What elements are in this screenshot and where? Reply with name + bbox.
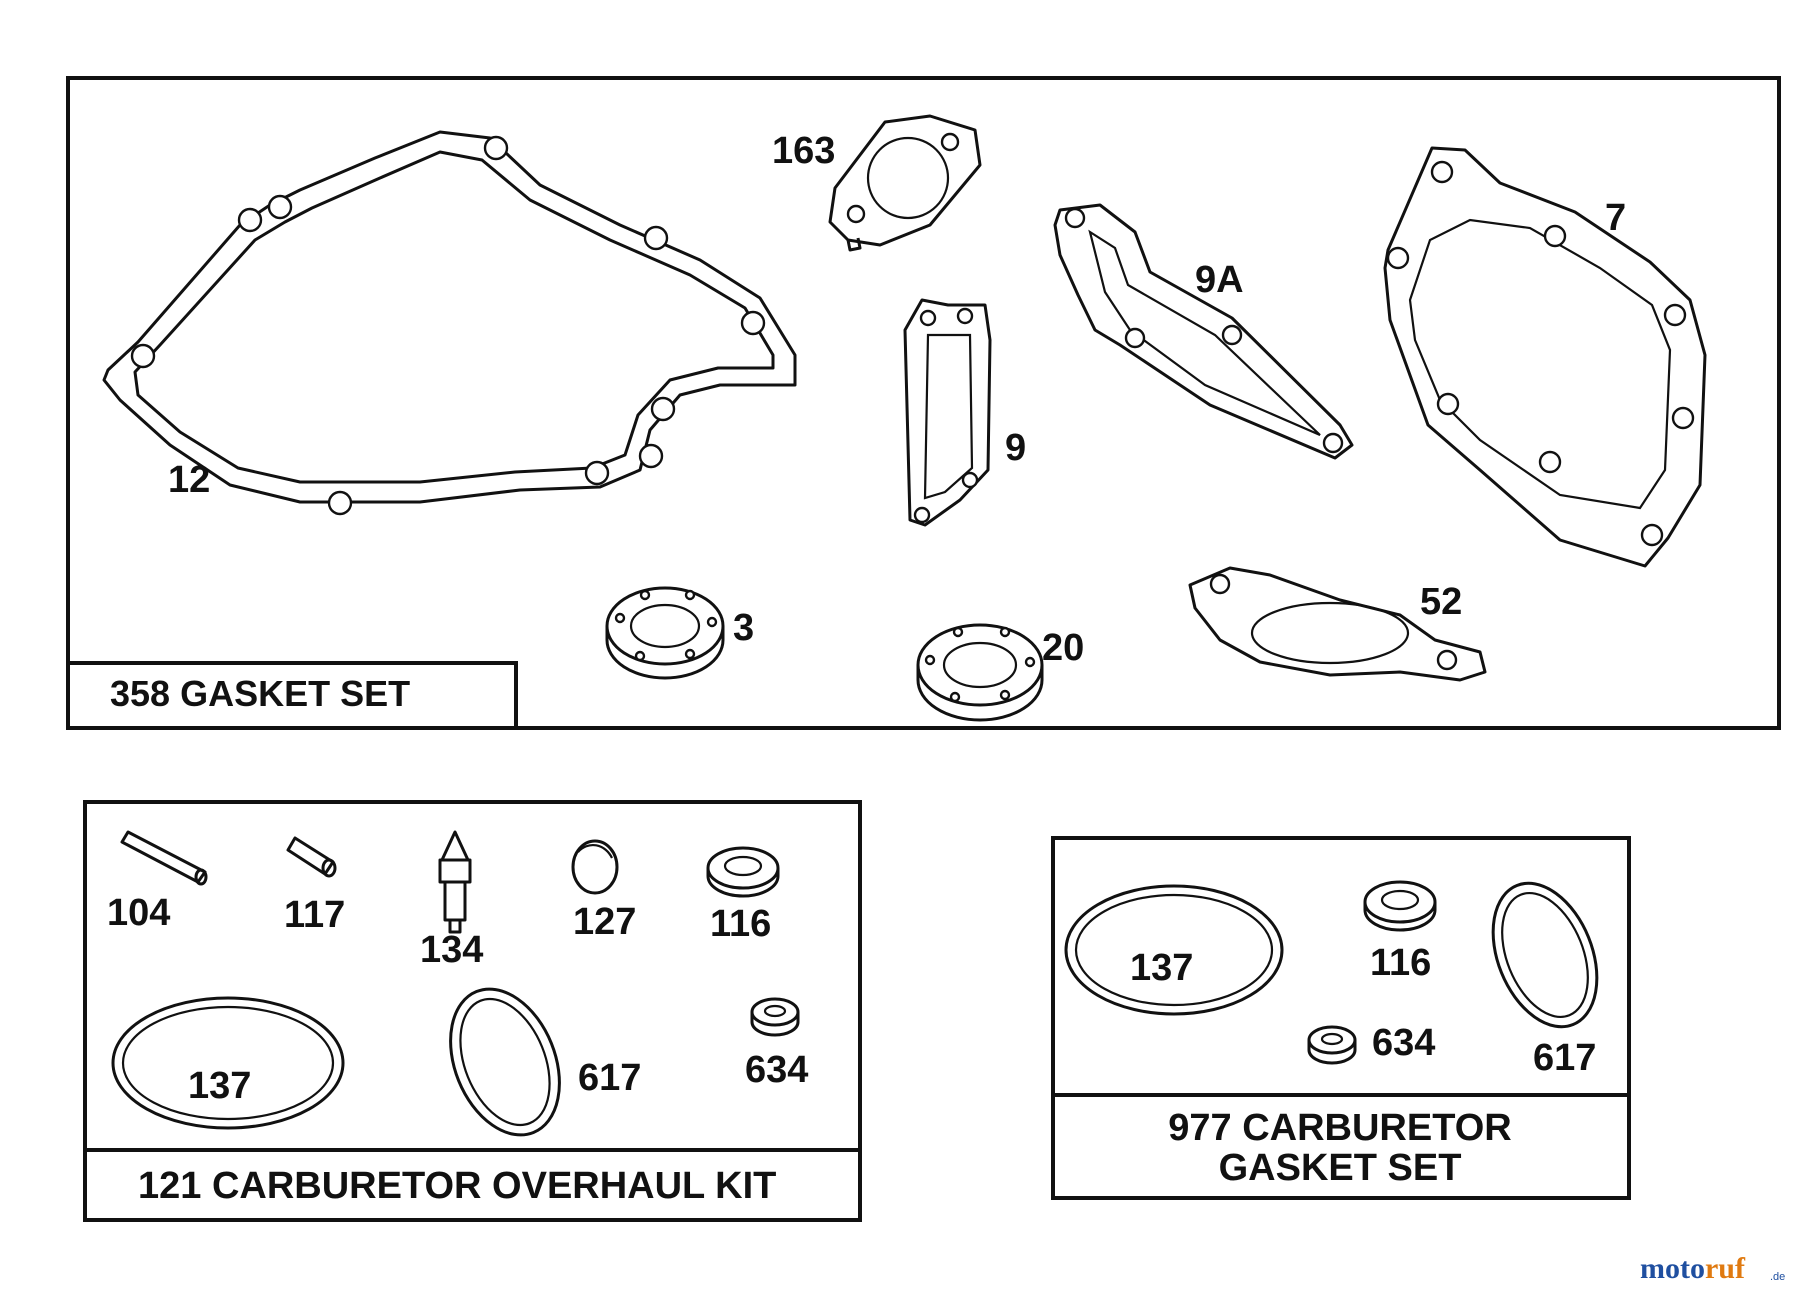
washer-116-set [1363,880,1437,932]
callout-12: 12 [168,459,210,501]
callout-634-set: 634 [1372,1022,1435,1064]
callout-116-set: 116 [1370,942,1431,984]
pin-104 [120,830,208,886]
callout-117: 117 [284,894,345,936]
carb-gasket-set-panel: 977 CARBURETOR GASKET SET 137 116 634 61… [1051,836,1631,1200]
rectangular-gasket-9 [903,298,992,527]
callout-634: 634 [745,1049,808,1091]
cylinder-head-gasket [1383,146,1707,568]
long-gasket-9A [1053,203,1354,460]
pin-117 [286,836,337,878]
callout-137-set: 137 [1130,947,1193,989]
callout-9: 9 [1005,427,1026,469]
watermark-suffix: .de [1770,1271,1785,1283]
o-ring-617 [449,987,561,1137]
washer-634 [750,997,800,1037]
callout-104: 104 [107,892,170,934]
oval-gasket-163 [828,114,982,252]
callout-9A: 9A [1195,259,1244,301]
callout-3: 3 [733,607,754,649]
washer-634-set [1307,1025,1357,1065]
callout-116: 116 [710,903,771,945]
svg-text:motoruf: motoruf [1640,1252,1746,1285]
inlet-needle-134 [438,830,472,934]
callout-20: 20 [1042,627,1084,669]
gasket-set-title: 358 GASKET SET [110,673,410,714]
carb-gasket-set-title-line2: GASKET SET [1219,1147,1462,1189]
welch-plug-127 [571,839,619,895]
watermark-logo: motoruf .de [1640,1252,1785,1285]
exhaust-gasket-52 [1188,566,1487,682]
callout-127: 127 [573,901,636,943]
overhaul-kit-panel: 121 CARBURETOR OVERHAUL KIT 104 117 134 … [83,800,862,1222]
washer-116 [706,846,780,898]
o-ring-137 [111,996,345,1130]
callout-7: 7 [1605,197,1626,239]
callout-134: 134 [420,929,483,971]
callout-617: 617 [578,1057,641,1099]
callout-163: 163 [772,130,835,172]
carb-gasket-set-title-line1: 977 CARBURETOR [1168,1107,1511,1149]
callout-617-set: 617 [1533,1037,1596,1079]
o-ring-137-set [1064,884,1284,1016]
o-ring-617-set [1491,881,1599,1029]
oil-seal-20 [916,623,1044,722]
callout-137: 137 [188,1065,251,1107]
overhaul-kit-title: 121 CARBURETOR OVERHAUL KIT [138,1165,776,1207]
crankcase-gasket [102,130,797,516]
gasket-set-panel: 358 GASKET SET 12 163 [66,76,1781,730]
oil-seal-3 [605,586,725,680]
callout-52: 52 [1420,581,1462,623]
